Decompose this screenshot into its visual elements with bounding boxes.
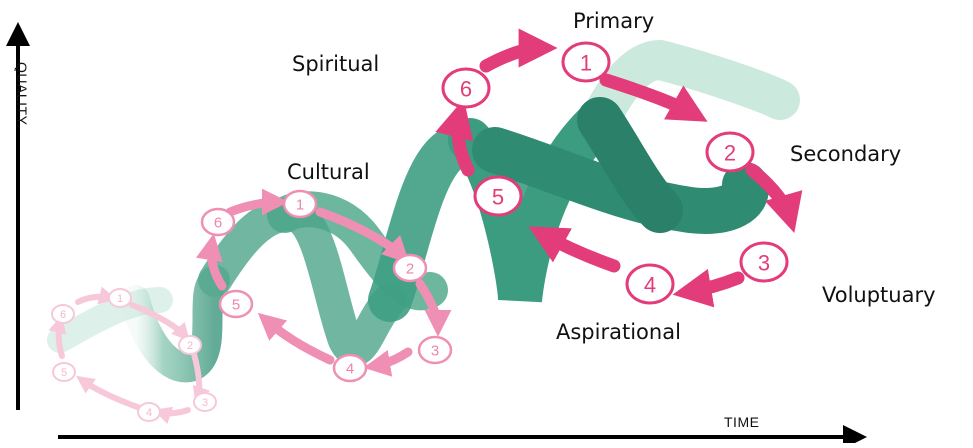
quality-axis-label: QUALITY (14, 62, 30, 125)
cycle-number: 3 (202, 397, 208, 409)
stage-label-voluptuary: Voluptuary (822, 283, 936, 307)
cycle-number: 4 (346, 361, 354, 378)
cycle-number: 1 (296, 197, 304, 214)
cycle-number: 5 (492, 185, 504, 210)
cycle-number: 5 (232, 297, 240, 314)
cycle-number: 2 (406, 261, 414, 278)
time-axis-label: TIME (724, 414, 759, 430)
cycle-number: 3 (758, 251, 770, 276)
cycle-number: 4 (146, 407, 152, 419)
cycle-number: 1 (117, 293, 123, 305)
cycle-number: 4 (644, 273, 656, 298)
cycle-number: 6 (214, 215, 222, 232)
cycle-number: 2 (724, 141, 736, 166)
stage-label-primary: Primary (573, 9, 654, 33)
stage-label-aspirational: Aspirational (556, 320, 681, 344)
cycle-number: 1 (580, 51, 592, 76)
stage-label-secondary: Secondary (790, 142, 901, 166)
cycle-number: 3 (431, 343, 439, 360)
cycle-number: 6 (460, 77, 472, 102)
cycle-number: 6 (60, 309, 66, 321)
cycle-number: 2 (187, 340, 193, 352)
cycle-number: 5 (61, 367, 67, 379)
stage-label-spiritual: Spiritual (292, 52, 379, 76)
stage-label-cultural: Cultural (287, 160, 370, 184)
